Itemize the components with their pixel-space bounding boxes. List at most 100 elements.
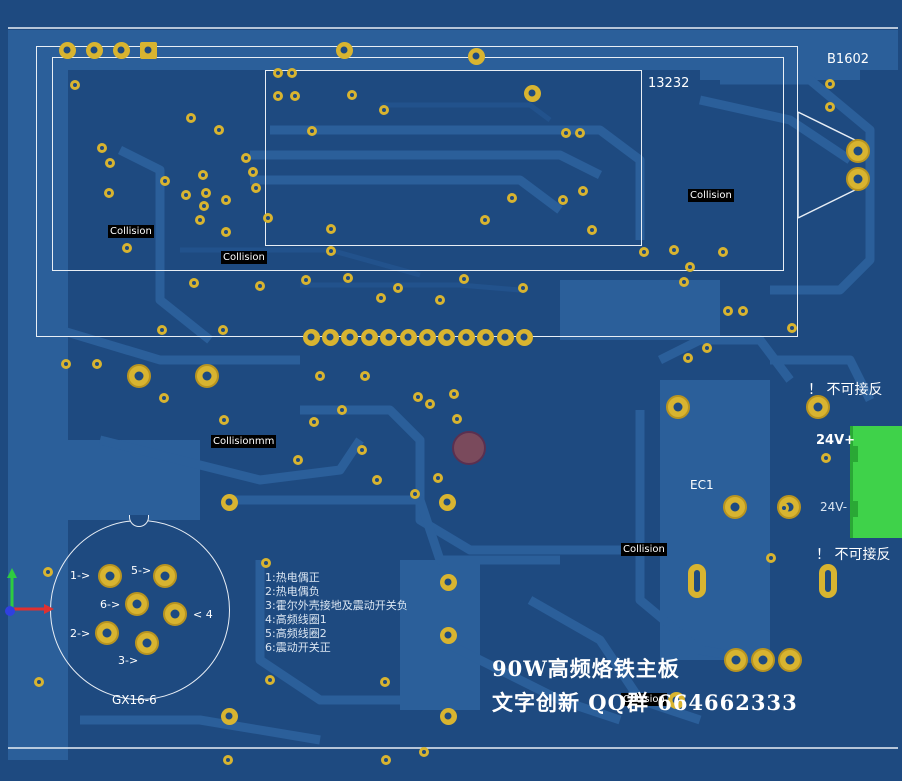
via-pad (702, 343, 712, 353)
board-title-line: 文字创新 QQ群 664662333 (492, 690, 798, 715)
via-pad (181, 190, 191, 200)
via-pad (97, 143, 107, 153)
via-pad (302, 328, 320, 346)
via-pad (666, 395, 690, 419)
via-pad (477, 328, 495, 346)
via-pad (273, 91, 283, 101)
collision-tag: Collision (621, 543, 667, 556)
via-pad (439, 707, 457, 725)
collision-tag: Collision (221, 251, 267, 264)
via-pad (558, 195, 568, 205)
via-pad (467, 47, 485, 65)
via-pad (685, 262, 695, 272)
via-pad (321, 328, 339, 346)
via-pad (751, 648, 775, 672)
via-pad (372, 475, 382, 485)
via-pad (214, 125, 224, 135)
via-pad (399, 328, 417, 346)
via-pad (723, 306, 733, 316)
lcd-window-outline (52, 57, 784, 271)
via-pad (261, 558, 271, 568)
via-pad (159, 393, 169, 403)
via-pad (34, 677, 44, 687)
pin-legend-line: 6:震动开关正 (265, 641, 331, 654)
pin-label: 5-> (131, 564, 152, 577)
pin-label: 6-> (100, 598, 121, 611)
via-pad (221, 227, 231, 237)
via-pad (439, 626, 457, 644)
pin-legend-line: 1:热电偶正 (265, 571, 320, 584)
via-pad (575, 128, 585, 138)
via-pad (376, 293, 386, 303)
via-pad (219, 415, 229, 425)
via-pad (223, 755, 233, 765)
via-pad (718, 247, 728, 257)
collision-tag: Collisionmm (211, 435, 277, 448)
via-pad (241, 153, 251, 163)
via-pad (218, 325, 228, 335)
via-pad (287, 68, 297, 78)
via-pad (112, 41, 130, 59)
via-pad (341, 328, 359, 346)
via-pad (139, 41, 157, 59)
via-pad (189, 278, 199, 288)
via-pad (410, 489, 420, 499)
via-pad (578, 186, 588, 196)
via-pad (290, 91, 300, 101)
pin-legend-line: 5:高频线圈2 (265, 627, 327, 640)
via-pad (669, 245, 679, 255)
via-pad (105, 158, 115, 168)
via-pad (265, 675, 275, 685)
via-pad (846, 139, 870, 163)
polarity-warning-bottom: ！ 不可接反 (816, 547, 891, 563)
collision-tag: Collision (621, 693, 667, 706)
via-pad (846, 167, 870, 191)
via-pad (821, 453, 831, 463)
via-pad (777, 495, 801, 519)
via-pad (507, 193, 517, 203)
via-pad (326, 224, 336, 234)
board-title-line: 90W高频烙铁主板 (492, 656, 680, 681)
via-pad (480, 215, 490, 225)
via-pad (806, 395, 830, 419)
via-pad (104, 188, 114, 198)
via-pad (255, 281, 265, 291)
via-pad (457, 328, 475, 346)
via-pad (587, 225, 597, 235)
slot-pad (688, 564, 706, 598)
via-pad (70, 80, 80, 90)
via-pad (326, 246, 336, 256)
via-pad (825, 79, 835, 89)
via-pad (198, 170, 208, 180)
via-pad (343, 273, 353, 283)
via-pad (199, 201, 209, 211)
via-pad (360, 328, 378, 346)
via-pad (157, 325, 167, 335)
via-pad (515, 328, 533, 346)
via-pad (683, 353, 693, 363)
via-pad (201, 188, 211, 198)
board-title: 90W高频烙铁主板 文字创新 QQ群 664662333 (492, 652, 798, 720)
via-pad (380, 328, 398, 346)
lcd-module-outline (36, 46, 798, 337)
via-pad (825, 102, 835, 112)
lcd-label: B1602 (827, 52, 870, 67)
via-pad (766, 553, 776, 563)
via-pad (309, 417, 319, 427)
via-pad (263, 213, 273, 223)
via-pad (357, 445, 367, 455)
via-pad (679, 277, 689, 287)
polarity-warning-top: ！ 不可接反 (808, 382, 883, 398)
via-pad (251, 183, 261, 193)
via-pad (523, 84, 541, 102)
via-pad (561, 128, 571, 138)
via-pad (439, 573, 457, 591)
via-pad (419, 747, 429, 757)
chip-outline (265, 70, 642, 246)
via-pad (438, 493, 456, 511)
collision-tag: Collision (108, 225, 154, 238)
via-pad (438, 328, 456, 346)
via-pad (122, 243, 132, 253)
